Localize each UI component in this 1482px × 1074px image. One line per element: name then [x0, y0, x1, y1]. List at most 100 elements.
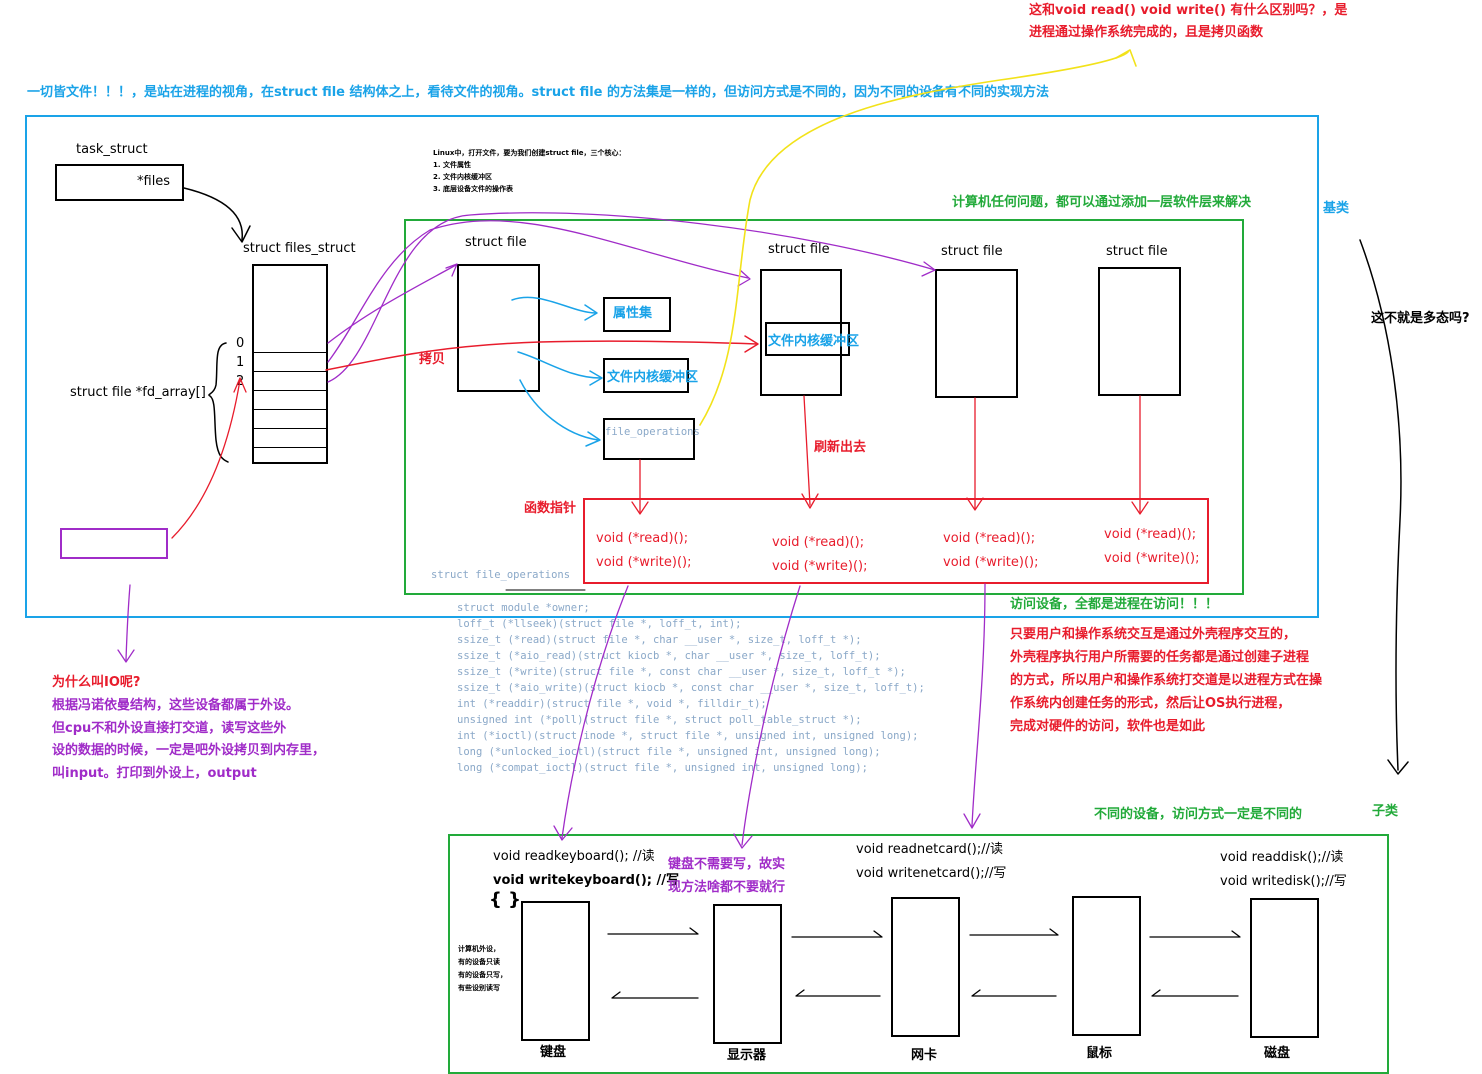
peripheral-to-io-arrow [125, 584, 131, 661]
read-ptr-1: void (*read)(); [596, 531, 689, 546]
file-operations-box [603, 418, 695, 460]
peripheral-box [60, 528, 168, 559]
files-struct-label: struct files_struct [243, 241, 356, 256]
io-note-4: 叫input。打印到外设上，output [52, 766, 257, 781]
flush-label: 刷新出去 [814, 440, 867, 455]
code-line: unsigned int (*poll)(struct file *, stru… [457, 714, 862, 726]
shell-note-1: 只要用户和操作系统交互是通过外壳程序交互的， [1010, 627, 1297, 642]
fptr2-to-monitor [741, 585, 801, 846]
linux-note-1: 1. 文件属性 [433, 161, 471, 169]
keyboard-note-1: 键盘不需要写，故实 [668, 857, 786, 872]
file-to-attrs-arrow [511, 296, 596, 314]
disk-label: 磁盘 [1264, 1046, 1291, 1061]
func-ptr-label: 函数指针 [524, 501, 577, 516]
code-line: long (*compat_ioctl)(struct file *, unsi… [457, 762, 868, 774]
fd-index-1: 1 [236, 355, 245, 370]
func-ptr-frame [583, 498, 1209, 584]
monitor-device-box [713, 904, 782, 1044]
shell-note-5: 完成对硬件的访问，软件也是如此 [1010, 719, 1206, 734]
code-line: int (*ioctl)(struct inode *, struct file… [457, 730, 919, 742]
device-arrow-left-2 [795, 989, 881, 997]
code-line: ssize_t (*aio_write)(struct kiocb *, con… [457, 682, 925, 694]
fptr3-to-nic [971, 583, 986, 827]
fd-cell [254, 334, 326, 353]
io-note-2: 但cpu不和外设直接打交道，读写这些外 [52, 721, 287, 736]
code-line: int (*readdir)(struct file *, void *, fi… [457, 698, 767, 710]
file-operations-label: file_operations [605, 426, 700, 438]
code-line: long (*unlocked_ioctl)(struct file *, un… [457, 746, 881, 758]
kb-braces: { } [489, 889, 521, 910]
files-pointer-arrowhead [231, 225, 251, 243]
task-struct-label: task_struct [76, 142, 148, 157]
shell-note-2: 外壳程序执行用户所需要的任务都是通过创建子进程 [1010, 650, 1310, 665]
shell-note-3: 的方式，所以用户和操作系统打交道是以进程方式在操 [1010, 673, 1323, 688]
struct-file-4-label: struct file [1106, 244, 1168, 259]
files-pointer-arrow [183, 187, 243, 241]
struct-file-1-label: struct file [465, 235, 527, 250]
peripheral-note-1: 计算机外设， [458, 945, 500, 953]
question-line-2: 进程通过操作系统完成的，且是拷贝函数 [1029, 25, 1264, 40]
file-to-ops-arrow [519, 379, 599, 441]
write-ptr-4: void (*write)(); [1104, 551, 1200, 566]
nic-read-func: void readnetcard();//读 [856, 842, 1004, 857]
io-note-1: 根据冯诺依曼结构，这些设备都属于外设。 [52, 698, 300, 713]
peripheral-to-fd-arrow [171, 379, 241, 539]
fptr1-to-keyboard [561, 585, 629, 839]
kb-read-func: void readkeyboard(); //读 [493, 849, 655, 864]
keyboard-label: 键盘 [540, 1045, 567, 1060]
disk-read-func: void readdisk();//读 [1220, 850, 1344, 865]
io-note-3: 设的数据的时候，一定是吧外设拷贝到内存里， [52, 743, 326, 758]
kb-write-func: void writekeyboard(); //写 [493, 873, 680, 888]
fd-cell [254, 391, 326, 410]
attrs-label: 属性集 [613, 306, 653, 321]
kernel-buffer-label-1: 文件内核缓冲区 [607, 370, 699, 385]
mouse-label: 鼠标 [1086, 1046, 1113, 1061]
mouse-device-box [1072, 896, 1141, 1036]
io-title: 为什么叫IO呢? [52, 675, 141, 690]
device-arrow-left-1 [611, 991, 699, 999]
sub-class-label: 子类 [1372, 804, 1399, 819]
peripheral-note-3: 有的设备只写， [458, 971, 507, 979]
task-struct-box [55, 164, 184, 201]
fd-cell [254, 372, 326, 391]
vfs-frame [404, 219, 1244, 595]
kernel-buffer-box-1 [603, 358, 689, 393]
fd-array-brace [208, 342, 229, 463]
outer-process-frame [25, 115, 1319, 618]
write-ptr-3: void (*write)(); [943, 555, 1039, 570]
files-field: *files [137, 174, 171, 189]
file-to-buffer-arrow [517, 351, 601, 379]
device-arrow-left-4 [1151, 989, 1239, 997]
fd-cell [254, 353, 326, 372]
everything-is-file-note: 一切皆文件！！！，是站在进程的视角，在struct file 结构体之上，看待文… [27, 85, 1049, 100]
code-line: struct module *owner; [457, 602, 590, 614]
read-ptr-3: void (*read)(); [943, 531, 1036, 546]
code-line: ssize_t (*aio_read)(struct kiocb *, char… [457, 650, 881, 662]
keyboard-device-box [521, 901, 590, 1041]
struct-file-1-box [457, 264, 540, 392]
fd0-to-file1 [327, 264, 457, 344]
struct-file-operations-label: struct file_operations [431, 569, 571, 581]
disk-write-func: void writedisk();//写 [1220, 874, 1347, 889]
inheritance-line [1359, 239, 1402, 771]
struct-file-3-box [935, 269, 1018, 398]
fd1-to-file2 [327, 220, 749, 363]
device-arrow-right-2 [791, 930, 883, 938]
device-arrow-right-4 [1149, 930, 1241, 938]
fd-cell [254, 429, 326, 448]
kernel-buffer-box-2 [765, 322, 850, 356]
disk-device-box [1250, 898, 1319, 1038]
base-class-label: 基类 [1323, 201, 1350, 216]
struct-file-3-label: struct file [941, 244, 1003, 259]
write-ptr-1: void (*write)(); [596, 555, 692, 570]
write-ptr-2: void (*write)(); [772, 559, 868, 574]
copy-arrow [325, 340, 758, 371]
linux-note-title: Linux中，打开文件，要为我们创建struct file，三个核心： [433, 149, 626, 157]
linux-note-3: 3. 底层设备文件的操作表 [433, 185, 513, 193]
peripheral-note-4: 有些设别读写 [458, 984, 500, 992]
code-line: ssize_t (*write)(struct file *, const ch… [457, 666, 906, 678]
struct-file-4-box [1098, 267, 1181, 396]
copy-label: 拷贝 [419, 352, 446, 367]
device-arrow-right-1 [607, 927, 699, 935]
question-line-1: 这和void read() void write() 有什么区别吗？，是 [1029, 3, 1348, 18]
